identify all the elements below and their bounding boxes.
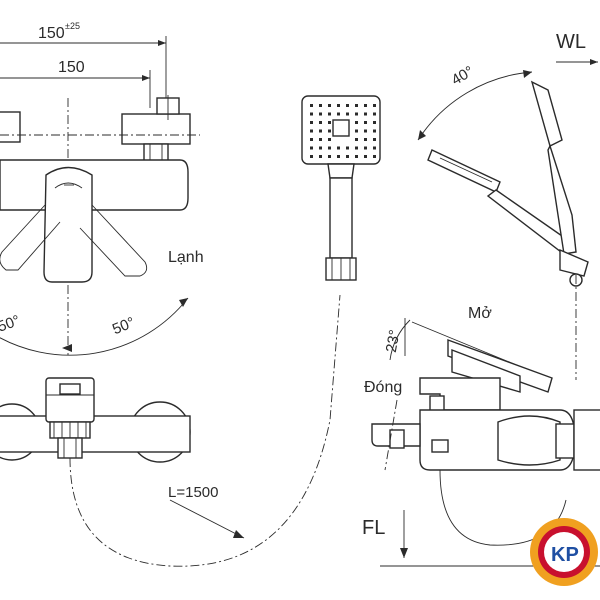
spray-hole (337, 112, 340, 116)
spray-hole (355, 121, 358, 124)
spray-hole (373, 146, 376, 150)
kp-logo: KP (530, 518, 598, 586)
spray-hole (328, 155, 331, 158)
spray-hole (355, 104, 358, 107)
closed-label: Đóng (364, 379, 402, 396)
spray-hole (337, 146, 340, 150)
spray-hole (364, 112, 367, 116)
spray-hole (310, 129, 313, 133)
lever-tilt-label: 23° (383, 329, 404, 354)
open-label: Mở (468, 305, 492, 322)
spray-hole (373, 104, 376, 107)
spray-hole (337, 104, 340, 107)
plan-view: 150 ±25 150 Lạnh 50° 50° (0, 21, 204, 356)
shower-tilt-view: WL 40° (417, 31, 598, 380)
spray-hole (373, 138, 376, 141)
spray-hole (373, 112, 376, 116)
spray-hole (319, 155, 322, 158)
hand-shower-front (301, 95, 381, 281)
spray-hole (319, 138, 322, 141)
spray-hole (328, 104, 331, 107)
floor-level-label: FL (362, 517, 385, 539)
spray-hole (373, 129, 376, 133)
logo-text: KP (551, 544, 579, 566)
spray-hole (310, 155, 313, 158)
angle-left-label: 50° (0, 312, 22, 336)
spray-hole (319, 104, 322, 107)
angle-right-label: 50° (110, 314, 137, 338)
spray-hole (364, 121, 367, 124)
spray-hole (328, 129, 331, 133)
spray-hole (319, 112, 322, 116)
spray-hole (310, 104, 313, 107)
spray-hole (337, 155, 340, 158)
spray-hole (328, 121, 331, 124)
spray-hole (310, 138, 313, 141)
wall-level-label: WL (556, 31, 586, 53)
shower-hose: L=1500 (69, 294, 341, 567)
cold-label: Lạnh (168, 249, 204, 266)
spray-hole (346, 155, 349, 158)
spray-hole (319, 121, 322, 124)
spray-hole (310, 112, 313, 116)
dim-overall-label: 150 (38, 25, 65, 42)
dim-centre-label: 150 (58, 59, 85, 76)
spray-hole (310, 121, 313, 124)
spray-hole (355, 138, 358, 141)
dim-overall-tolerance: ±25 (65, 21, 80, 31)
spray-hole (364, 155, 367, 158)
spray-hole (319, 146, 322, 150)
spray-hole (328, 112, 331, 116)
spray-hole (310, 146, 313, 150)
spray-hole (364, 146, 367, 150)
spray-hole (346, 112, 349, 116)
front-view (0, 377, 191, 463)
shower-spray-holes (310, 104, 376, 158)
spray-hole (355, 155, 358, 158)
spray-hole (346, 104, 349, 107)
spray-hole (364, 104, 367, 107)
spray-hole (373, 155, 376, 158)
hose-length-label: L=1500 (168, 484, 218, 501)
side-view: 23° Mở Đóng FL (362, 305, 600, 567)
spray-hole (355, 112, 358, 116)
spray-hole (355, 129, 358, 133)
spray-hole (346, 146, 349, 150)
spray-hole (373, 121, 376, 124)
spray-hole (328, 146, 331, 150)
spray-hole (328, 138, 331, 141)
spray-hole (364, 129, 367, 133)
spray-hole (364, 138, 367, 141)
spray-hole (319, 129, 322, 133)
logo-centre (544, 532, 584, 572)
shower-angle-label: 40° (449, 63, 477, 89)
spray-hole (355, 146, 358, 150)
